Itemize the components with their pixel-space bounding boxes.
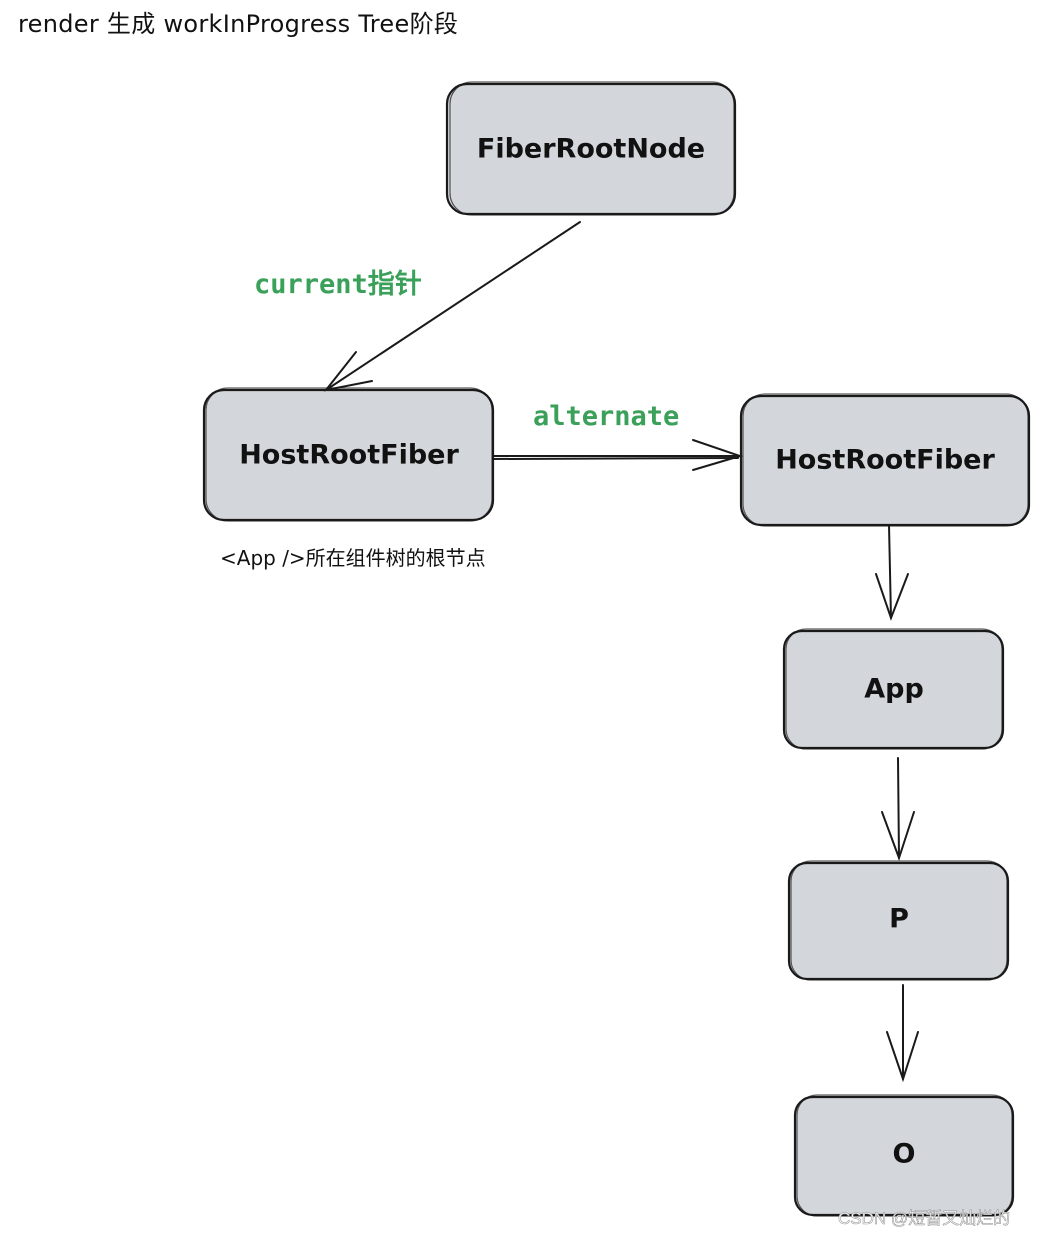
- node-label-host-root-fiber-wip: HostRootFiber: [775, 445, 995, 476]
- edge-alternate: [492, 439, 744, 471]
- node-label-fiber-root-node: FiberRootNode: [477, 134, 705, 165]
- node-label-app: App: [864, 674, 924, 705]
- node-label-host-root-fiber-current: HostRootFiber: [239, 440, 459, 471]
- node-fiber-root-node: FiberRootNode: [445, 81, 737, 216]
- watermark: CSDN @短暂又灿烂的: [838, 1209, 1010, 1228]
- edge-label-alternate: alternate: [533, 401, 679, 432]
- edge-current-pointer: [323, 221, 581, 392]
- node-host-root-fiber-current: HostRootFiber: [202, 387, 495, 522]
- edge-host-root-to-app: [875, 524, 909, 621]
- node-o: O: [793, 1094, 1015, 1217]
- edge-label-current-pointer: current指针: [254, 269, 422, 300]
- node-host-root-fiber-wip: HostRootFiber: [739, 393, 1031, 527]
- root-node-note: <App />所在组件树的根节点: [220, 546, 486, 570]
- edge-p-to-o: [886, 984, 919, 1083]
- node-app: App: [782, 628, 1005, 750]
- page-title: render 生成 workInProgress Tree阶段: [18, 10, 459, 38]
- node-label-o: O: [893, 1139, 916, 1170]
- edge-app-to-p: [881, 757, 915, 862]
- node-label-p: P: [889, 904, 909, 935]
- node-p: P: [787, 860, 1010, 981]
